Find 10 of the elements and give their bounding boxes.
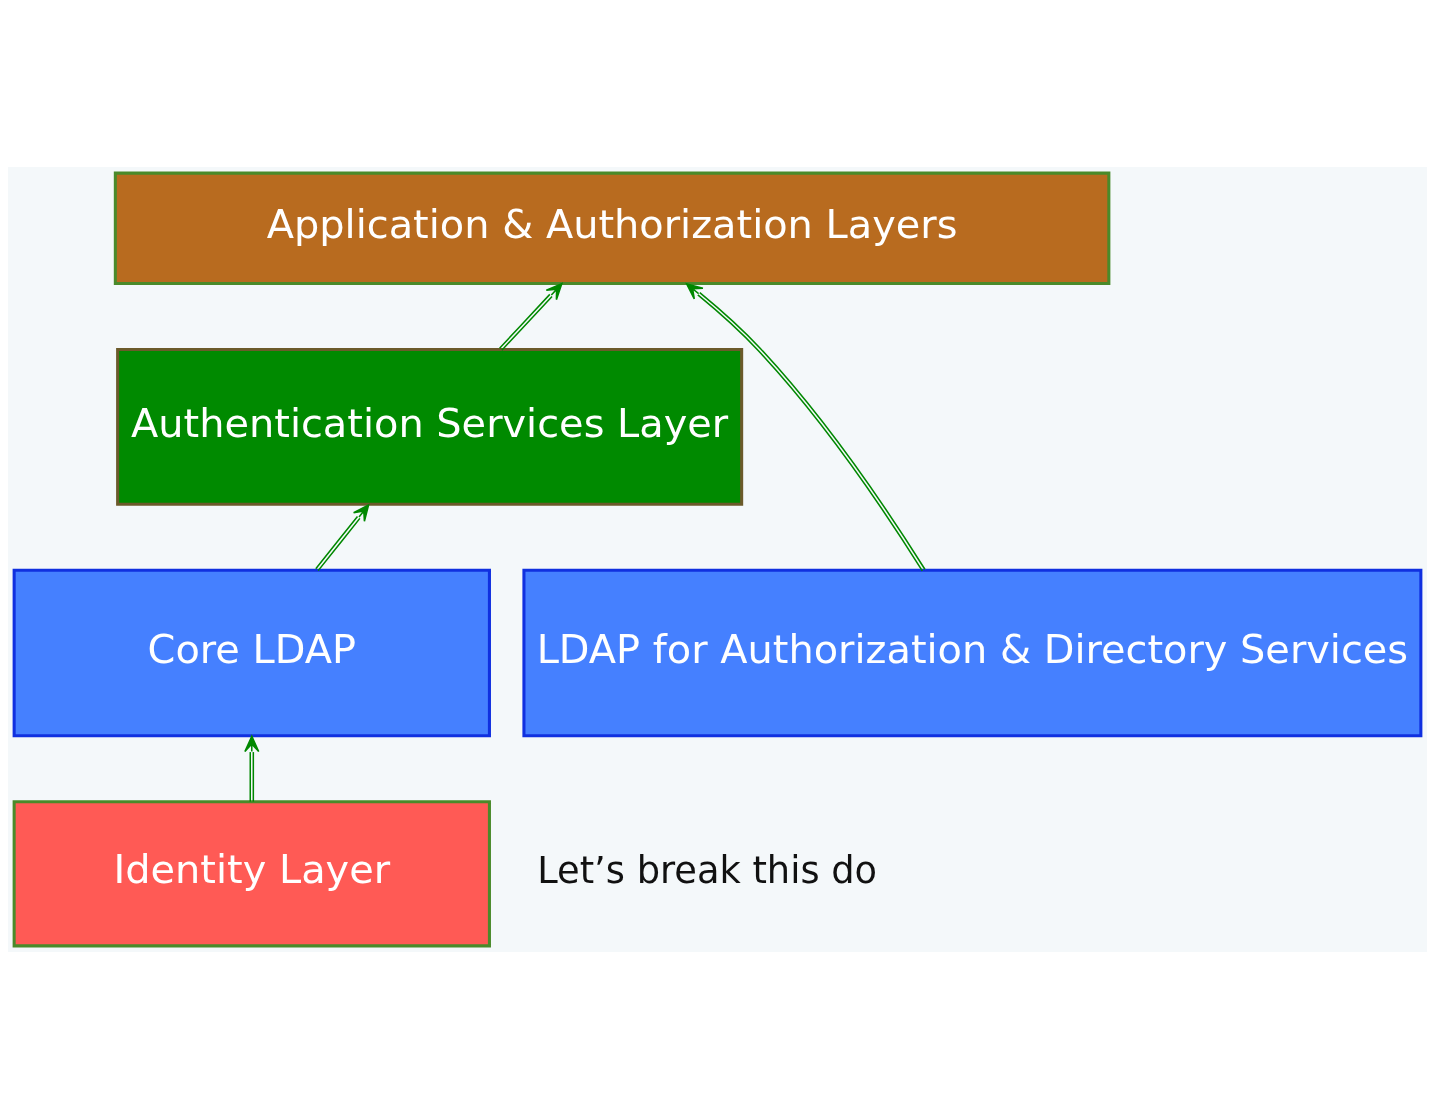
label: Let’s break this do [537,849,878,893]
arrow [498,282,563,351]
node-box: Authentication Services Layer [116,347,744,506]
arrow [315,504,370,572]
node-box: Core LDAP [12,568,491,738]
node-box: Application & Authorization Layers [113,171,1111,286]
arrow [685,283,926,572]
arrow [244,735,260,803]
node-box: LDAP for Authorization & Directory Services [522,568,1423,738]
node-box: Identity Layer [12,800,491,948]
